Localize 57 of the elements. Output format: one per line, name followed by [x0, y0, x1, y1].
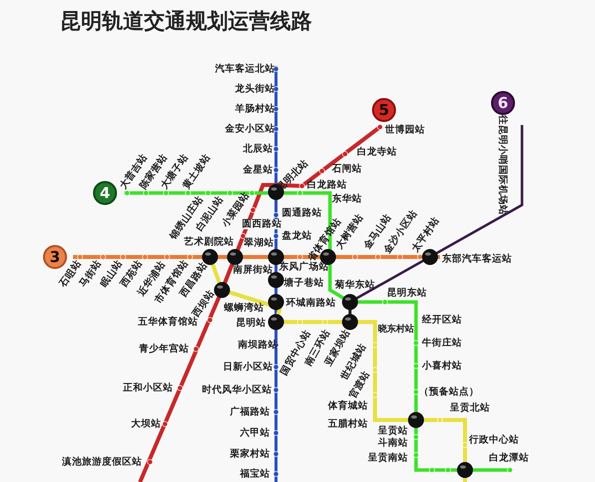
- station-label: 福宝站: [240, 469, 270, 479]
- station-label: 小喜村站: [422, 361, 462, 371]
- station-label: 呈贡南站: [368, 453, 408, 463]
- station-label: 大坝站: [131, 419, 161, 429]
- station-label: 昆明站: [236, 318, 266, 328]
- station-label: 东风广场站: [279, 262, 329, 272]
- station-label: 龙头街站: [235, 84, 275, 94]
- line-badge: 3: [43, 245, 67, 269]
- station-label: 牛街庄站: [422, 338, 462, 348]
- station-label: 金星站: [243, 165, 273, 175]
- station-label: 艺术剧院站: [184, 237, 234, 247]
- station-label: 圆通路站: [282, 208, 322, 218]
- station-label: 昆明东站: [387, 288, 427, 298]
- station-label: 青少年宫站: [139, 344, 189, 354]
- station-label: 菊华东站: [335, 280, 375, 290]
- station-label: 西坝站: [192, 289, 216, 319]
- station-label: 正和小区站: [123, 383, 173, 393]
- line-badge: 5: [372, 98, 396, 122]
- station-label: 五腊村站: [328, 419, 368, 429]
- station-label: 金安小区站: [225, 124, 275, 134]
- station-label: 日新小区站: [223, 362, 273, 372]
- station-label: 石闸站: [332, 164, 362, 174]
- station-label: 经开区站: [422, 315, 462, 325]
- station-label: 呈贡北站: [450, 403, 490, 413]
- station-label: 行政中心站: [469, 435, 519, 445]
- station-label: 六甲站: [240, 428, 270, 438]
- station-label: 东部汽车客运站: [442, 254, 512, 264]
- station-label: 南屏街站: [233, 265, 273, 275]
- station-label: 时代风华小区站: [202, 385, 272, 395]
- station-label: 白龙潭站: [489, 453, 529, 463]
- station-label: 呈贡站: [378, 426, 408, 436]
- station-label: 白龙寺站: [357, 147, 397, 157]
- line-badge: 4: [93, 181, 117, 205]
- line-badge: 6: [491, 91, 515, 115]
- station-label: 晓东村站: [378, 326, 414, 334]
- station-label: 东华站: [332, 194, 362, 204]
- station-label: 滇池旅游度假区站: [62, 457, 142, 467]
- station-label: 圆西路站: [241, 219, 283, 229]
- map-title: 昆明轨道交通规划运营线路: [60, 8, 312, 35]
- station-label: 斗南站: [378, 438, 408, 448]
- station-label: 五华体育馆站: [138, 317, 198, 327]
- station-label: 体育城站: [328, 401, 368, 411]
- station-label: 白龙路站: [307, 180, 347, 190]
- station-label: （预备站点）: [419, 387, 479, 397]
- station-label: 翠湖站: [244, 238, 274, 248]
- station-label: 世博园站: [385, 125, 425, 135]
- station-label: 广福路站: [230, 407, 270, 417]
- station-label: 汽车客运北站: [215, 64, 275, 74]
- station-label: 南坝路站: [238, 340, 278, 350]
- station-label: 螺蛳湾站: [224, 303, 264, 313]
- station-label: 羊肠村站: [235, 104, 275, 114]
- station-label: 栗家村站: [230, 449, 270, 459]
- station-label: 盘龙站: [282, 231, 312, 241]
- station-label: 往昆明小哨国际机场站: [497, 115, 507, 215]
- station-label: 北辰站: [243, 144, 273, 154]
- station-label: 环城南路站: [286, 298, 336, 308]
- station-label: 塘子巷站: [284, 278, 324, 288]
